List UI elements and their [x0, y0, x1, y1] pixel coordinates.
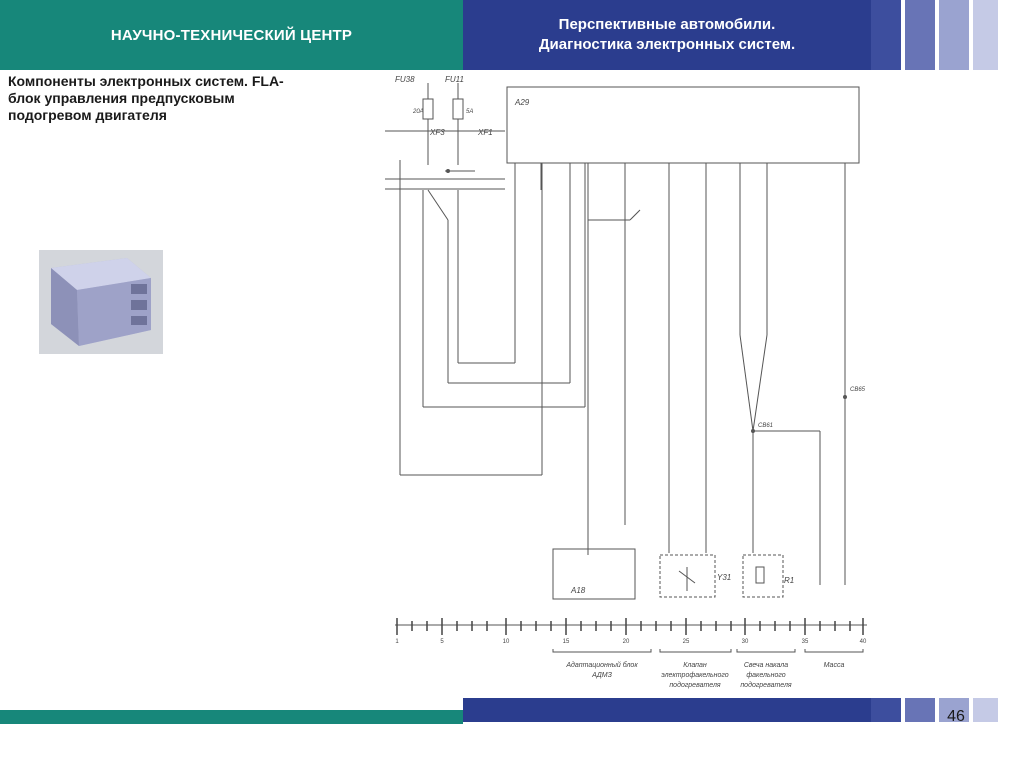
footer-square-4	[973, 698, 998, 722]
control-unit-photo	[39, 250, 163, 354]
scale-ticks	[396, 618, 864, 635]
legend-valve-line2: электрофакельного	[661, 672, 729, 679]
description-line-3: подогревом двигателя	[8, 107, 167, 123]
legend-mass: Масса	[824, 662, 845, 669]
unit-a29-box	[506, 86, 860, 164]
header-square-2	[905, 0, 935, 70]
scale-label-40: 40	[860, 639, 867, 645]
fuse-fu38-rating: 20A	[412, 109, 424, 115]
connector-xf1-label: XF1	[477, 128, 493, 137]
footer-left-bar	[0, 710, 463, 724]
scale-label-35: 35	[802, 639, 809, 645]
legend-plug-line2: факельного	[746, 672, 785, 679]
footer-square-2	[905, 698, 935, 722]
description-line-1: Компоненты электронных систем. FLA-	[8, 73, 284, 89]
fuse-fu11-rating: 5A	[466, 109, 473, 115]
header-left-title: НАУЧНО-ТЕХНИЧЕСКИЙ ЦЕНТР	[110, 26, 353, 44]
legend-adapter-line1: Адаптационный блок	[565, 661, 638, 669]
header-right-banner: Перспективные автомобили. Диагностика эл…	[463, 0, 871, 70]
scale-label-10: 10	[503, 639, 510, 645]
valve-y31-label: Y31	[717, 573, 731, 582]
header-left-banner: НАУЧНО-ТЕХНИЧЕСКИЙ ЦЕНТР	[0, 0, 463, 70]
valve-y31-box	[659, 554, 716, 598]
node-cb65-label: СВ65	[850, 387, 866, 393]
scale-label-25: 25	[683, 639, 690, 645]
scale-label-20: 20	[623, 639, 630, 645]
node-cb61-label: СВ61	[758, 423, 773, 429]
legend-plug-line1: Свеча накала	[744, 662, 788, 669]
fuse-fu38	[422, 98, 434, 120]
legend-valve-line1: Клапан	[683, 662, 707, 669]
scale-label-15: 15	[563, 639, 570, 645]
scale-label-30: 30	[742, 639, 749, 645]
component-description: Компоненты электронных систем. FLA- блок…	[8, 73, 363, 124]
description-line-2: блок управления предпусковым	[8, 90, 235, 106]
footer-right-bar	[463, 698, 871, 722]
plug-r1-box	[742, 554, 784, 598]
fuse-fu11	[452, 98, 464, 120]
unit-a29-label: A29	[514, 98, 530, 107]
header-square-3	[939, 0, 969, 70]
footer-square-1	[871, 698, 901, 722]
footer-square-3	[939, 698, 969, 722]
adapter-a18-label: A18	[570, 586, 586, 595]
adapter-a18-box	[552, 548, 636, 600]
scale-label-5: 5	[440, 639, 444, 645]
legend-adapter-line2: АДМЗ	[591, 672, 613, 679]
plug-r1-label: R1	[784, 576, 794, 585]
fuse-fu11-label: FU11	[445, 75, 464, 84]
header-right-title-line1: Перспективные автомобили.	[558, 16, 776, 33]
scale-label-1: 1	[395, 639, 399, 645]
fuse-fu38-label: FU38	[395, 75, 415, 84]
wiring-diagram: FU38 FU11 20A 5A XF3 XF1 A29 A18 Y31 R1 …	[385, 75, 867, 689]
legend-plug-line3: подогревателя	[740, 681, 792, 689]
header-square-4	[973, 0, 998, 70]
page-number: 46	[947, 708, 965, 725]
legend-valve-line3: подогревателя	[669, 681, 721, 689]
connector-xf3-label: XF3	[429, 128, 445, 137]
header-right-title-line2: Диагностика электронных систем.	[538, 36, 796, 53]
header-square-1	[871, 0, 901, 70]
